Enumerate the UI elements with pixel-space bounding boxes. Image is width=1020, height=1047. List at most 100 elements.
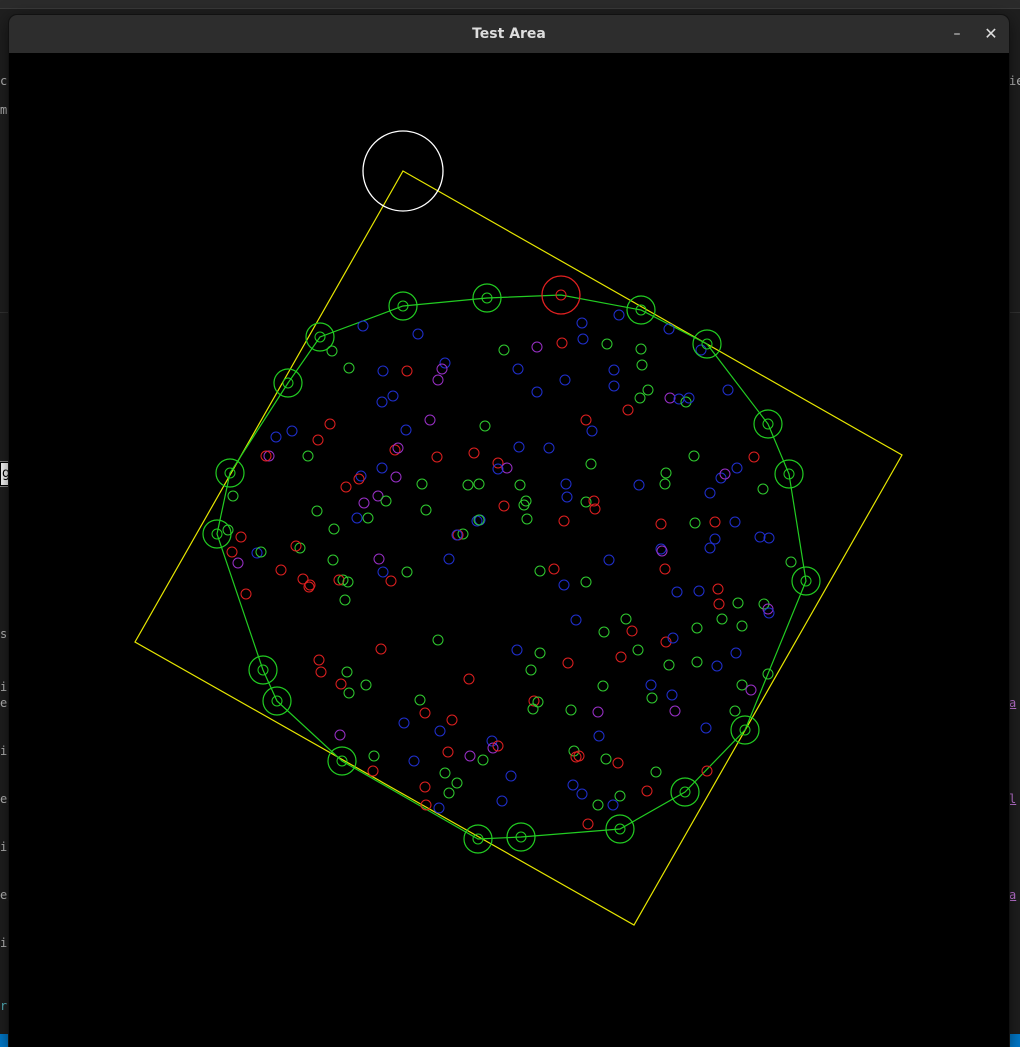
data-point	[531, 341, 543, 353]
data-point	[560, 478, 572, 490]
data-point	[607, 799, 619, 811]
selected-marker	[541, 275, 581, 315]
data-point	[660, 467, 672, 479]
data-point	[613, 309, 625, 321]
data-point	[562, 657, 574, 669]
data-point	[656, 545, 668, 557]
data-point	[251, 547, 263, 559]
data-point	[730, 647, 742, 659]
hull-point	[481, 292, 493, 304]
data-point	[588, 495, 600, 507]
data-point	[498, 500, 510, 512]
data-point	[577, 333, 589, 345]
data-point	[357, 320, 369, 332]
data-point	[597, 680, 609, 692]
data-point	[722, 384, 734, 396]
data-point	[512, 363, 524, 375]
data-point	[565, 704, 577, 716]
data-point	[260, 450, 272, 462]
data-point	[328, 523, 340, 535]
data-point	[433, 802, 445, 814]
data-point	[462, 479, 474, 491]
cursor-marker	[362, 130, 444, 212]
data-point	[641, 785, 653, 797]
hull-vertex-marker	[248, 655, 278, 685]
data-point	[286, 425, 298, 437]
data-point	[368, 750, 380, 762]
data-point	[290, 540, 302, 552]
data-point	[380, 495, 392, 507]
close-button[interactable]: ✕	[984, 24, 998, 43]
data-point	[471, 515, 483, 527]
hull-vertex-marker	[273, 368, 303, 398]
minimize-button[interactable]: –	[953, 26, 961, 42]
data-point	[664, 392, 676, 404]
hull-point	[701, 338, 713, 350]
data-point	[398, 717, 410, 729]
data-point	[446, 714, 458, 726]
data-point	[585, 458, 597, 470]
data-point	[650, 766, 662, 778]
data-point	[343, 362, 355, 374]
data-point	[601, 338, 613, 350]
data-point	[518, 499, 530, 511]
data-point	[712, 583, 724, 595]
data-point	[589, 503, 601, 515]
data-point	[420, 799, 432, 811]
selected-point	[555, 289, 567, 301]
data-point	[689, 517, 701, 529]
data-point	[527, 703, 539, 715]
data-point	[701, 765, 713, 777]
data-point	[729, 705, 741, 717]
data-point	[592, 799, 604, 811]
data-point	[419, 707, 431, 719]
window-title: Test Area	[472, 26, 546, 42]
data-point	[680, 396, 692, 408]
bg-fragment: m	[0, 103, 8, 117]
hull-vertex-marker	[506, 822, 536, 852]
data-point	[671, 586, 683, 598]
convex-hull	[216, 294, 807, 840]
window-titlebar[interactable]: Test Area – ✕	[9, 15, 1009, 54]
data-point	[691, 656, 703, 668]
data-point	[614, 790, 626, 802]
hull-vertex-marker	[730, 715, 760, 745]
data-point	[704, 487, 716, 499]
data-point	[431, 451, 443, 463]
hull-vertex-marker	[753, 409, 783, 439]
data-point	[688, 450, 700, 462]
data-point	[304, 579, 316, 591]
data-point	[313, 654, 325, 666]
data-point	[520, 495, 532, 507]
data-point	[582, 818, 594, 830]
data-point	[719, 468, 731, 480]
data-point	[358, 497, 370, 509]
hull-point	[614, 823, 626, 835]
data-point	[716, 613, 728, 625]
data-point	[463, 673, 475, 685]
data-point	[392, 442, 404, 454]
data-point	[342, 576, 354, 588]
data-point	[748, 451, 760, 463]
hull-point	[635, 304, 647, 316]
data-point	[294, 542, 306, 554]
data-point	[376, 396, 388, 408]
data-point	[227, 490, 239, 502]
hull-vertex-marker	[692, 329, 722, 359]
data-point	[334, 729, 346, 741]
hull-point	[224, 467, 236, 479]
hull-vertex-marker	[472, 283, 502, 313]
data-point	[531, 386, 543, 398]
data-point	[667, 632, 679, 644]
data-point	[736, 679, 748, 691]
data-point	[464, 750, 476, 762]
data-point	[315, 666, 327, 678]
data-point	[633, 479, 645, 491]
data-point	[416, 478, 428, 490]
data-point	[666, 689, 678, 701]
data-point	[514, 479, 526, 491]
data-point	[270, 431, 282, 443]
drawing-canvas[interactable]	[9, 53, 1009, 1047]
data-point	[335, 678, 347, 690]
data-point	[543, 442, 555, 454]
